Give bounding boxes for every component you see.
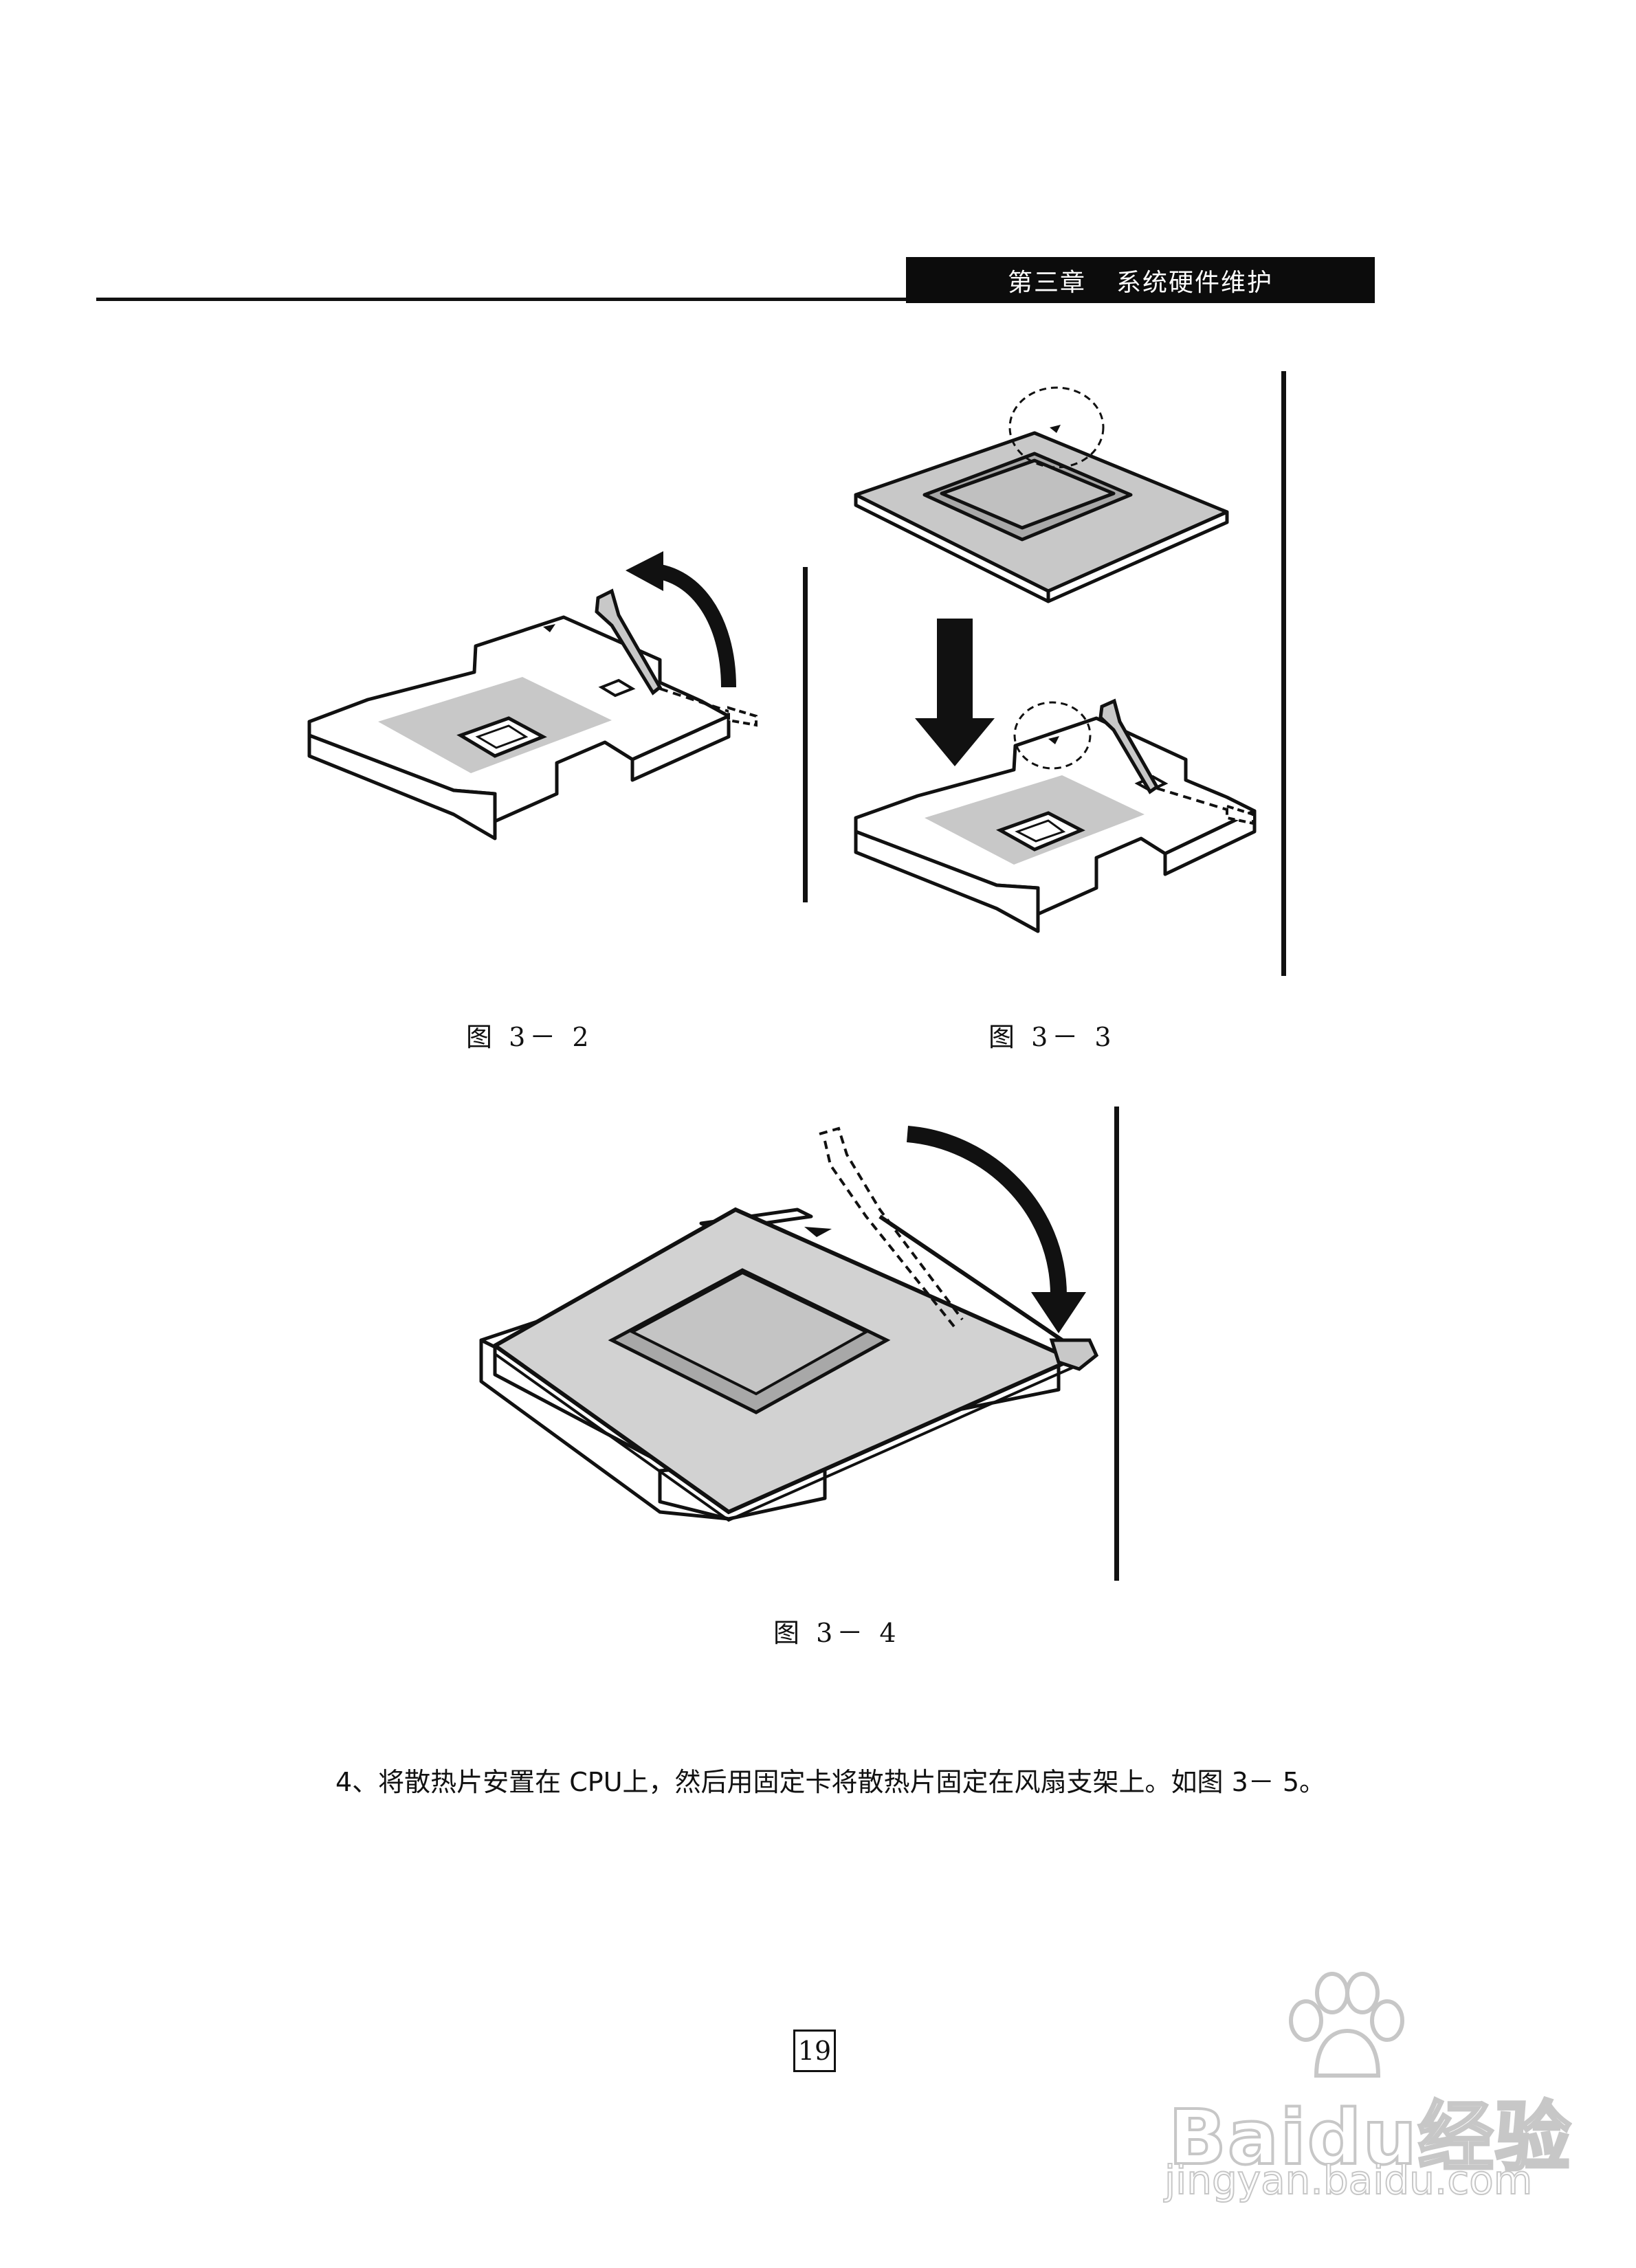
figure-3-2-caption: 图 3－ 2: [466, 1022, 593, 1052]
page-number-text: 19: [797, 2036, 832, 2066]
page-number: 19: [793, 2030, 836, 2072]
header-rule: [96, 298, 942, 301]
figure-3-3-divider: [1281, 371, 1286, 976]
chapter-label: 第三章: [1007, 268, 1086, 297]
baidu-watermark: Baidu经验 jingyan.baidu.com: [1141, 1972, 1609, 2204]
figure-3-3-caption: 图 3－ 3: [988, 1022, 1116, 1052]
figure-3-2-divider: [803, 567, 808, 902]
watermark-url: jingyan.baidu.com: [1164, 2156, 1533, 2204]
figure-3-3-cpu-insertion: [854, 386, 1257, 933]
watermark-brand: Baidu经验: [1167, 2092, 1572, 2183]
figure-3-4-divider: [1114, 1107, 1119, 1581]
paw-logo-icon: [1289, 1972, 1404, 2078]
step-4-instruction: 4、将散热片安置在 CPU上，然后用固定卡将散热片固定在风扇支架上。如图 3－ …: [335, 1767, 1326, 1797]
chapter-title: 系统硬件维护: [1116, 268, 1274, 297]
figure-3-4-caption: 图 3－ 4: [773, 1618, 900, 1648]
figure-3-2-socket-lever-open: [307, 551, 758, 841]
chapter-header-box: 第三章 系统硬件维护: [906, 257, 1375, 303]
figure-3-4-cpu-seated-lever-closing: [479, 1126, 1099, 1522]
